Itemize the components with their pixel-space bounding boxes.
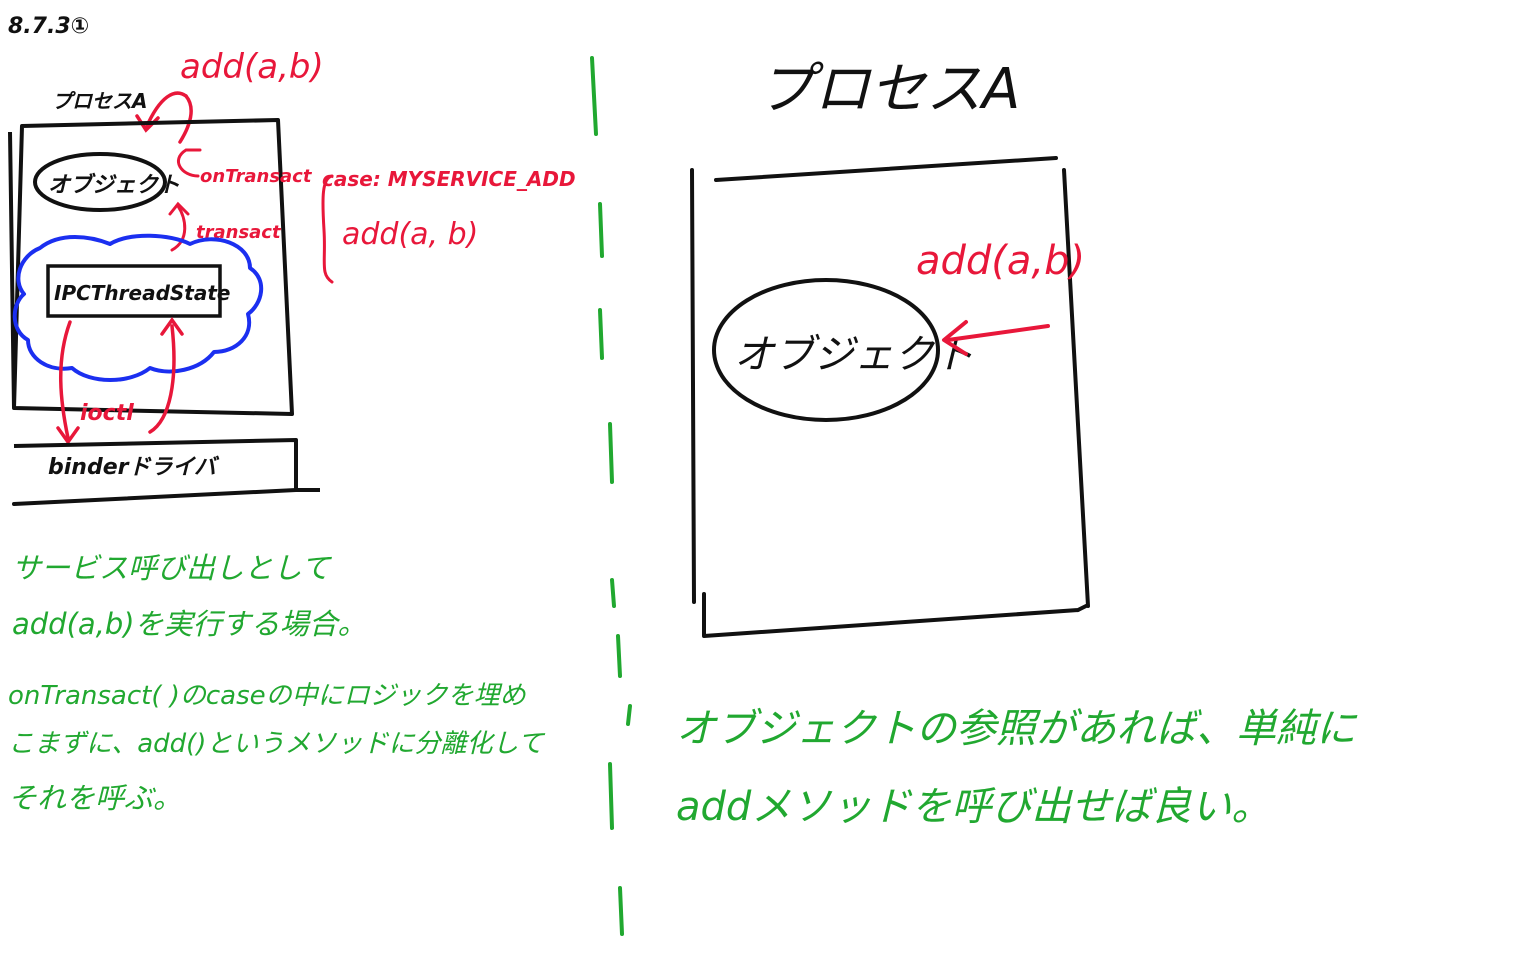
left-process-label: プロセスA [52,89,147,113]
left-note-line-4: こまずに、add()というメソッドに分離化して [8,729,546,759]
left-ipc-label: IPCThreadState [54,281,230,305]
right-note-line-2: addメソッドを呼び出せば良い。 [676,784,1271,830]
left-note-line-3: onTransact( )のcaseの中にロジックを埋め [8,681,527,711]
right-call-label: add(a,b) [916,238,1085,284]
left-call-arrow [144,91,188,130]
date-label: 8.7.3① [8,14,89,39]
left-ioctl-up-arrow [148,324,176,434]
left-driver-box [12,438,320,506]
left-call-curve-down [178,94,193,144]
right-process-label: プロセスA [758,57,1020,122]
left-object-ellipse [33,152,167,212]
right-object-label: オブジェクト [734,332,974,378]
divider-dash [626,704,632,726]
left-case-call: add(a, b) [342,217,478,252]
left-ioctl-label: ioctl [80,401,134,426]
left-transact-arrow [170,204,187,252]
left-ipc-box [46,264,222,318]
divider-dash [616,634,622,678]
left-ioctl-down-head [56,426,80,446]
right-diagram: プロセスA add(a,b) オブジェクト オブジェクトの参照があれば、単純に … [676,57,1358,830]
left-note-line-1: サービス呼び出しとして [12,551,332,585]
divider-dash [608,762,614,830]
left-call-label: add(a,b) [180,47,324,87]
left-ioctl-down-arrow [59,320,72,440]
left-ioctl-up-head [160,316,184,336]
left-ontransact-arrow [177,148,202,178]
left-diagram: プロセスA add(a,b) オブジェクト onTransact case: M… [8,47,576,815]
divider-dash [618,886,624,936]
right-note-line-1: オブジェクトの参照があれば、単純に [676,706,1358,752]
left-case-bracket [321,174,334,284]
divider [590,56,632,936]
divider-dash [598,202,604,258]
left-note-line-2: add(a,b)を実行する場合。 [12,607,367,641]
divider-dash [598,308,604,360]
left-driver-label: binderドライバ [48,455,220,480]
divider-dash [608,422,614,484]
left-transact-arrowhead [168,201,190,216]
divider-dash [610,578,616,608]
right-call-arrow [946,324,1050,342]
left-ipc-cloud [12,233,263,382]
left-note-line-5: それを呼ぶ。 [8,781,182,815]
right-process-box [690,156,1090,638]
left-ontransact-label: onTransact [200,166,313,187]
right-object-ellipse [712,278,940,422]
left-case-label: case: MYSERVICE_ADD [322,167,576,191]
right-call-arrowhead [942,320,968,356]
divider-dash [590,56,598,136]
left-object-label: オブジェクト [48,172,180,198]
